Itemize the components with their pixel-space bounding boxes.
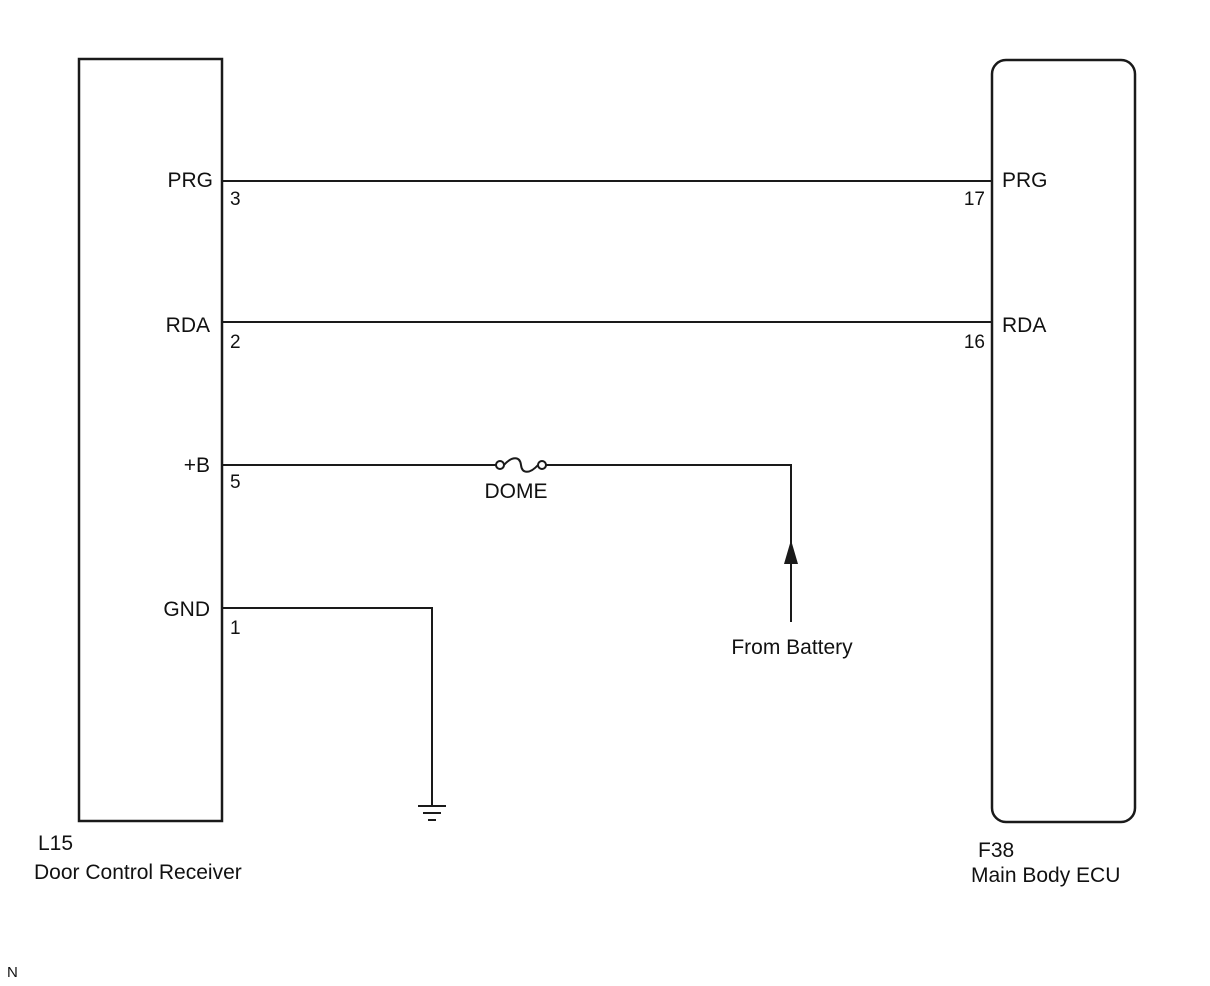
left-pin-gnd-number: 1: [230, 618, 241, 639]
battery-label: From Battery: [731, 636, 853, 659]
right-pin-prg-label: PRG: [1002, 169, 1048, 192]
battery-feed-wire: [546, 464, 792, 622]
up-arrow-icon: [784, 540, 798, 564]
left-pin-prg-label: PRG: [167, 169, 213, 192]
right-pin-prg-number: 17: [964, 189, 985, 210]
right-pin-rda-number: 16: [964, 332, 985, 353]
right-component-name: Main Body ECU: [971, 864, 1120, 887]
main-body-ecu-box: [990, 58, 1137, 824]
fuse-label: DOME: [485, 480, 548, 503]
left-component-code: L15: [38, 832, 73, 855]
right-pin-rda-label: RDA: [1002, 314, 1046, 337]
left-pin-rda-label: RDA: [166, 314, 210, 337]
corner-mark: N: [7, 964, 18, 981]
left-pin-gnd-label: GND: [163, 598, 210, 621]
ground-icon: [418, 805, 446, 821]
door-control-receiver-box: [77, 57, 224, 823]
left-pin-rda-number: 2: [230, 332, 241, 353]
left-pin-prg-number: 3: [230, 189, 241, 210]
right-component-code: F38: [978, 839, 1014, 862]
left-component-name: Door Control Receiver: [34, 861, 242, 884]
left-pin-plus-b-number: 5: [230, 472, 241, 493]
dome-fuse-symbol: [495, 457, 547, 473]
gnd-wire: [222, 607, 433, 806]
left-pin-plus-b-label: +B: [184, 454, 210, 477]
